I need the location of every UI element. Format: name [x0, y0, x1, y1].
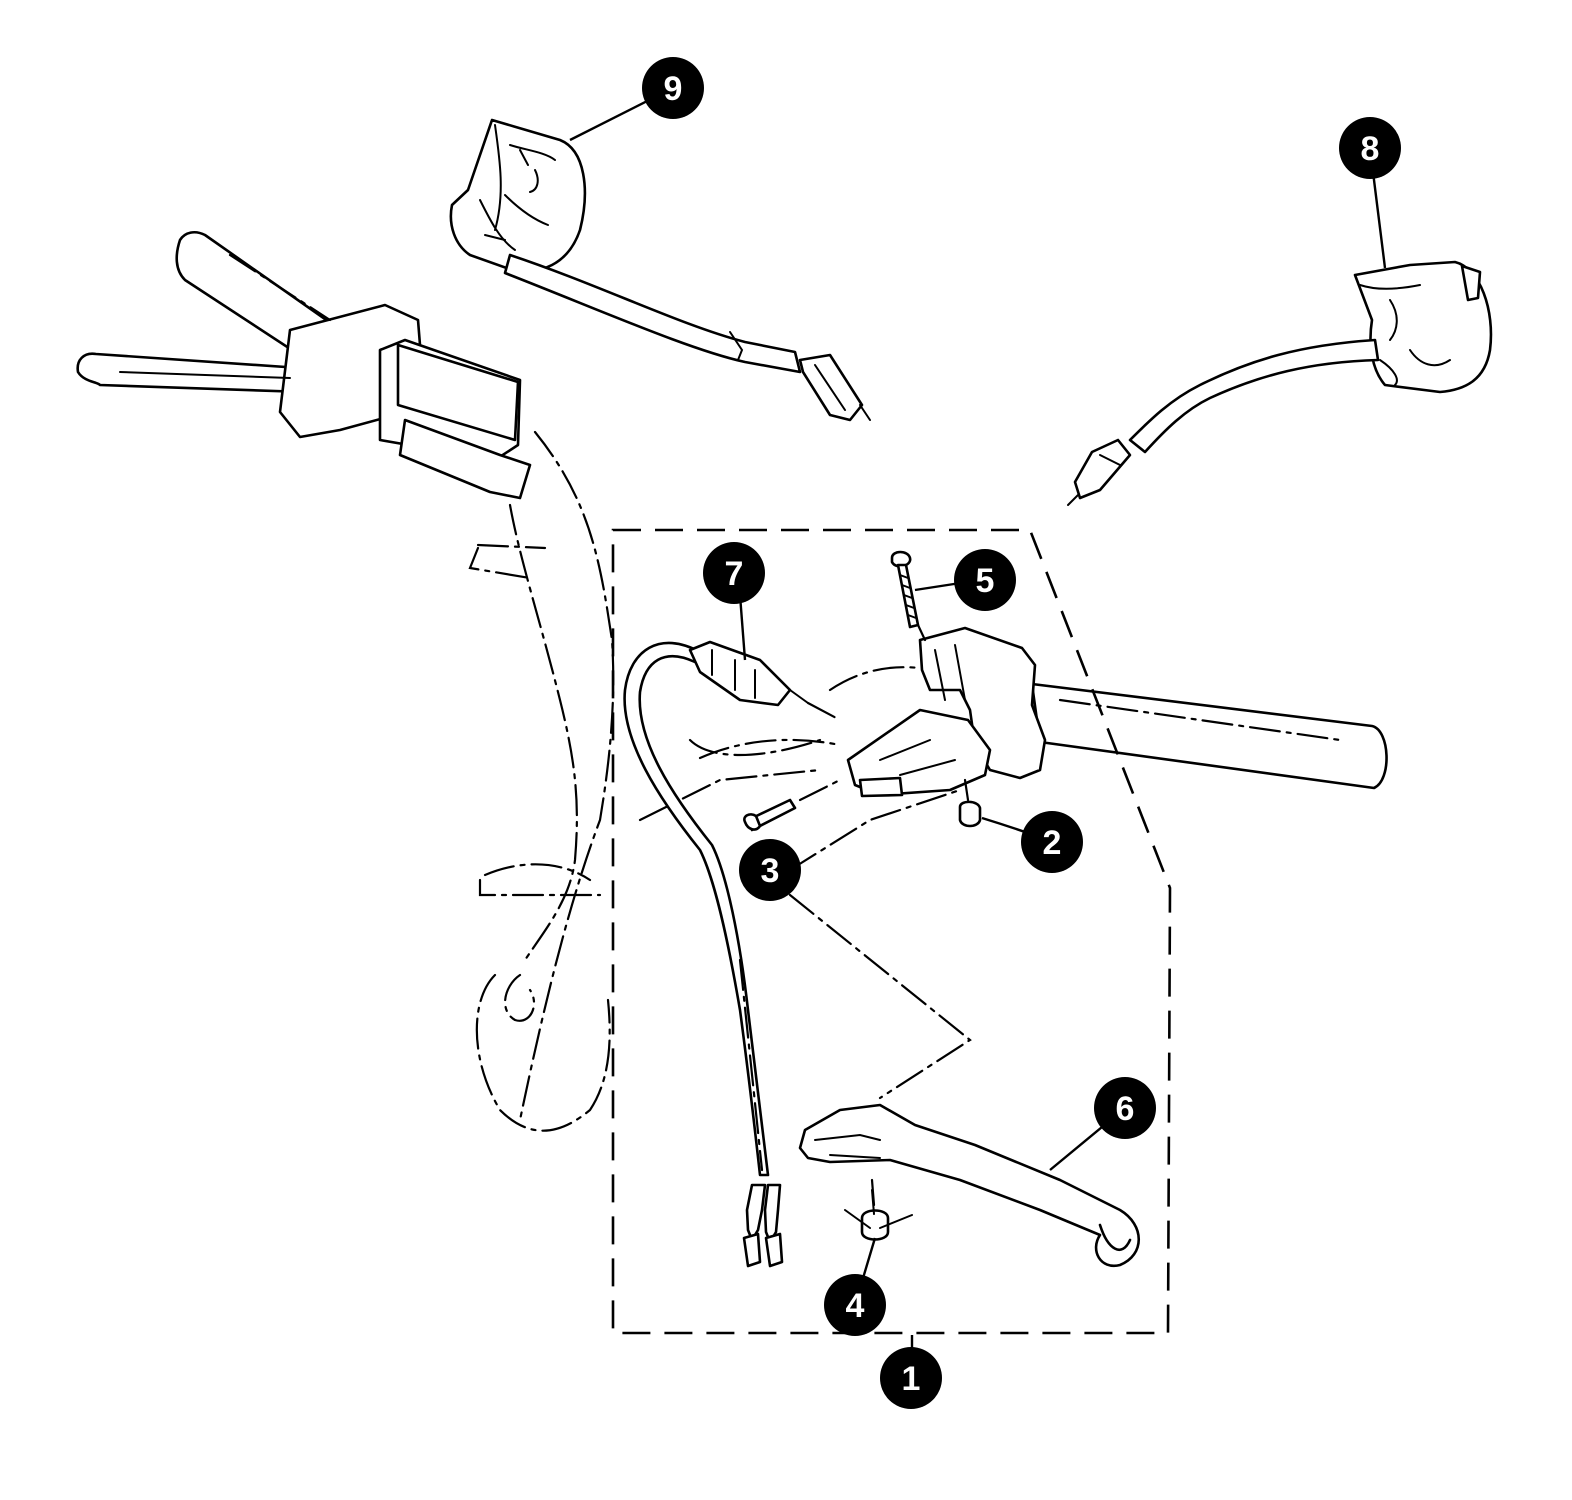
- callout-circle-9: [642, 57, 704, 119]
- callout-3: 3: [739, 839, 801, 901]
- master-cylinder-cap: [396, 343, 520, 442]
- callout-markers: 1 2 3 4 5 6 7 8 9: [642, 57, 1401, 1409]
- left-grip-assembly: [76, 230, 532, 500]
- brake-switch-plug-left: [742, 1232, 762, 1268]
- left-switch-cable: [503, 253, 802, 374]
- left-bar-stub: [398, 418, 532, 500]
- callout-number-1: 1: [902, 1360, 921, 1398]
- right-switch-connector: [1073, 438, 1132, 500]
- right-switch-tab: [1460, 264, 1482, 302]
- callout-8: 8: [1339, 117, 1401, 179]
- right-handlebar-bar: [1030, 682, 1388, 790]
- callout-circle-4: [824, 1274, 886, 1336]
- callout-number-6: 6: [1116, 1090, 1135, 1128]
- callout-6: 6: [1094, 1077, 1156, 1139]
- callout-circle-3: [739, 839, 801, 901]
- lever-perch-assembly: [846, 550, 1047, 798]
- right-switch-cable: [1128, 338, 1380, 454]
- callout-circle-5: [954, 549, 1016, 611]
- handlebar-frame-outline: [468, 430, 922, 1132]
- callout-1: 1: [880, 1347, 942, 1409]
- perch-screw-head: [890, 550, 912, 568]
- callout-2: 2: [1021, 811, 1083, 873]
- callout-circle-1: [880, 1347, 942, 1409]
- part-8-right-switch: [1067, 260, 1493, 506]
- callout-number-9: 9: [664, 70, 683, 108]
- callout-number-7: 7: [725, 555, 744, 593]
- callout-circle-7: [703, 542, 765, 604]
- callout-5: 5: [954, 549, 1016, 611]
- brake-switch-body: [688, 640, 792, 707]
- right-handlebar: [1030, 682, 1388, 790]
- part-3-bolt: [743, 778, 842, 832]
- callout-number-8: 8: [1361, 130, 1380, 168]
- part-6-lever: [798, 1103, 1141, 1268]
- left-lever: [76, 352, 313, 394]
- callout-9: 9: [642, 57, 704, 119]
- callout-circle-6: [1094, 1077, 1156, 1139]
- callout-4: 4: [824, 1274, 886, 1336]
- callout-number-5: 5: [976, 562, 995, 600]
- left-switch-housing: [449, 118, 587, 273]
- lever: [798, 1103, 1141, 1268]
- kit-boundary: [611, 528, 1172, 1335]
- part-7-brake-switch: [623, 640, 842, 1268]
- brake-switch-cable: [623, 641, 770, 1177]
- part-4-collar: [844, 1178, 913, 1241]
- callout-number-2: 2: [1043, 824, 1062, 862]
- lever-perch-clamp: [918, 626, 1047, 780]
- callout-circle-8: [1339, 117, 1401, 179]
- callout-number-3: 3: [761, 852, 780, 890]
- part-9-left-switch: [449, 118, 871, 422]
- assembly-chain-lines: [788, 788, 972, 1100]
- brake-switch-terminal-left: [745, 1183, 767, 1242]
- callout-circle-2: [1021, 811, 1083, 873]
- callout-7: 7: [703, 542, 765, 604]
- nut: [958, 800, 982, 828]
- lever-perch-pivot: [858, 776, 904, 798]
- collar: [860, 1209, 890, 1241]
- callout-number-4: 4: [846, 1287, 865, 1325]
- part-2-nut: [958, 778, 982, 828]
- brake-switch-plug-right: [764, 1232, 784, 1268]
